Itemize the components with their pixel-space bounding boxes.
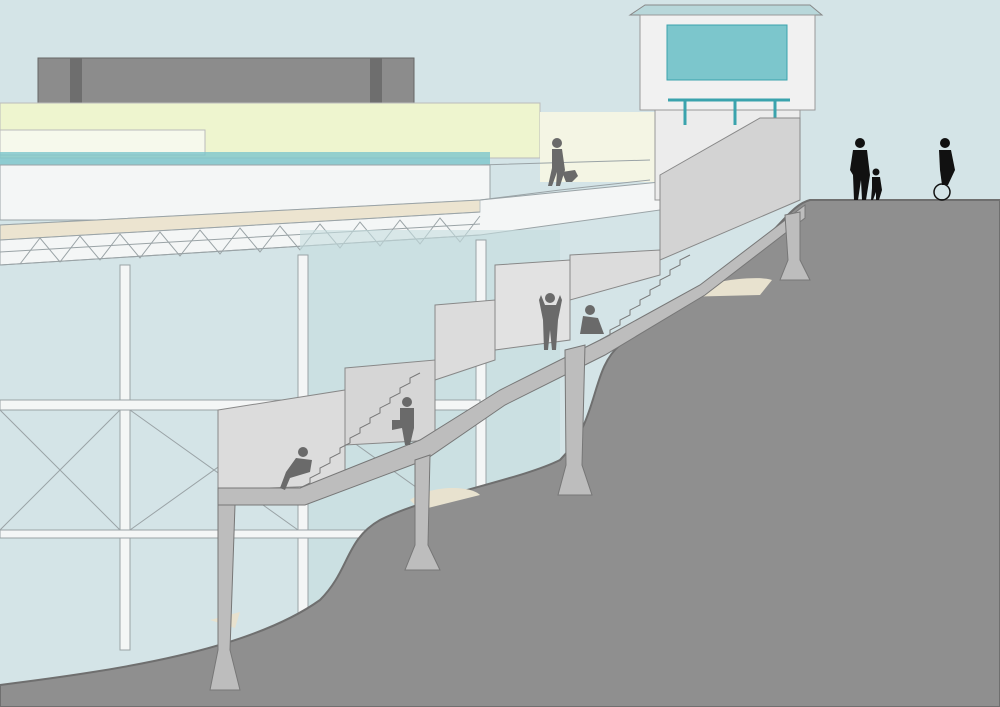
adult-and-child-silhouette <box>850 138 882 200</box>
cyclist-silhouette <box>933 138 955 201</box>
concrete-columns <box>209 211 811 691</box>
stair-flight <box>217 203 806 506</box>
standing-person-silhouette <box>539 293 562 350</box>
stair-structure <box>209 117 811 691</box>
seated-person-silhouette <box>280 447 312 490</box>
seated-person-silhouette <box>392 397 414 445</box>
walking-person-with-dog-silhouette <box>548 138 578 186</box>
crouching-person-silhouette <box>580 305 604 334</box>
